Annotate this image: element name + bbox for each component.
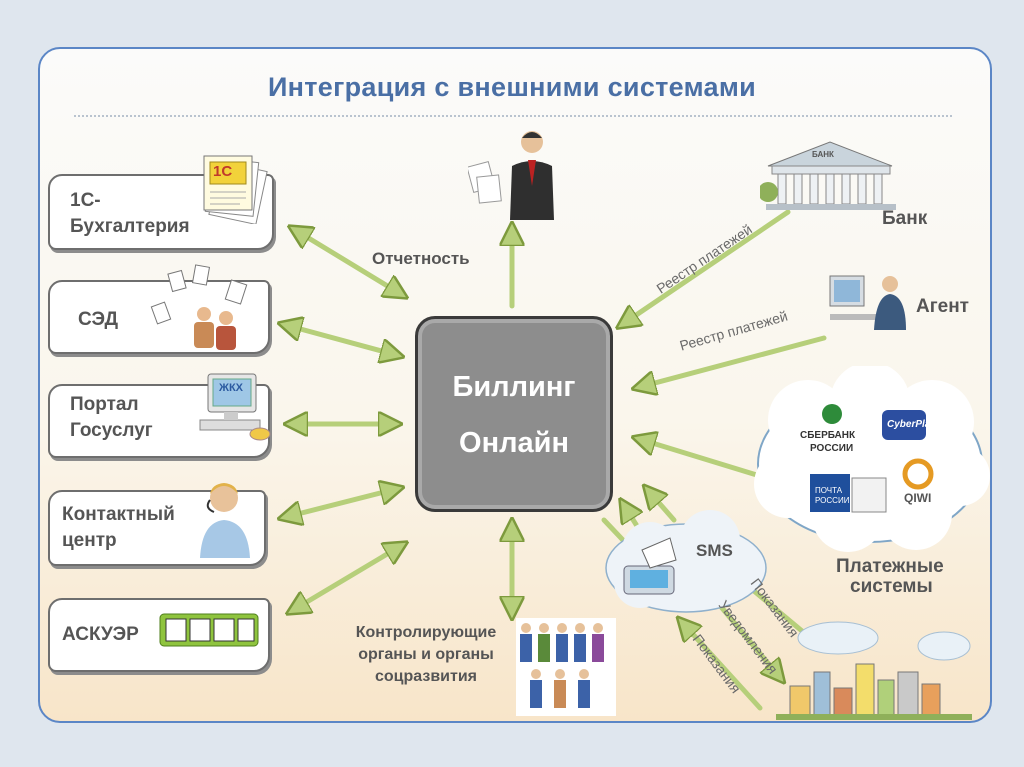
qiwi-logo: QIWI xyxy=(904,491,932,505)
agent-workstation-icon xyxy=(829,275,906,330)
billing-line1: Биллинг xyxy=(452,371,576,403)
payment-systems-label-line2: системы xyxy=(850,576,933,597)
agent-label: Агент xyxy=(916,296,969,317)
arrow-payment xyxy=(636,438,763,479)
billing-online-block: Биллинг Онлайн xyxy=(415,316,613,512)
people-group-icon xyxy=(516,618,616,716)
page-title: Интеграция с внешними системами xyxy=(267,72,757,102)
accounting-logo-text: 1С xyxy=(213,163,233,180)
portal-screen-text: ЖКХ xyxy=(219,382,243,394)
manager-icon xyxy=(468,131,554,220)
sms-label: SMS xyxy=(696,541,733,560)
sberbank-logo-line1: СБЕРБАНК xyxy=(800,430,856,441)
billing-line2: Онлайн xyxy=(459,427,569,459)
bank-building-icon xyxy=(760,141,896,210)
accounting-label-line2: Бухгалтерия xyxy=(70,216,190,237)
arrow-readings-2 xyxy=(680,620,763,711)
pochta-logo-line1: ПОЧТА xyxy=(815,486,843,495)
portal-label-line2: Госуслуг xyxy=(70,420,153,441)
cyberplat-logo: CyberPlat xyxy=(887,419,934,430)
bank-sign-text: БАНК xyxy=(812,150,834,159)
meters-icon xyxy=(159,613,259,647)
control-label-line1: Контролирующие xyxy=(355,624,497,641)
arrow-askue xyxy=(290,544,404,612)
sms-cloud xyxy=(605,510,767,613)
arrow-agent xyxy=(636,335,827,388)
reporting-label: Отчетность xyxy=(372,249,470,268)
pochta-logo-line2: РОССИИ xyxy=(815,496,850,505)
arrow-bank xyxy=(620,209,791,326)
computer-icon xyxy=(199,373,271,441)
arrow-sed xyxy=(282,324,400,356)
operator-icon xyxy=(200,483,250,558)
arrow-notifications xyxy=(709,593,782,680)
arrow-contact xyxy=(282,488,400,518)
city-skyline-icon xyxy=(776,621,972,720)
arrow-accounting xyxy=(292,228,404,296)
sed-label: СЭД xyxy=(78,309,119,330)
accounting-label-line1: 1С- xyxy=(70,190,101,211)
sed-people-icon xyxy=(150,264,248,350)
arrow-sms-3 xyxy=(646,488,677,523)
contact-label-line1: Контактный xyxy=(62,504,175,525)
contact-label-line2: центр xyxy=(62,530,117,551)
control-label-line3: соцразвития xyxy=(374,668,477,685)
portal-label-line1: Портал xyxy=(70,394,139,415)
accounting-documents-icon xyxy=(203,155,268,224)
payment-systems-label-line1: Платежные xyxy=(836,556,944,577)
bank-label: Банк xyxy=(882,208,928,229)
title-divider xyxy=(74,115,952,117)
askue-label: АСКУЭР xyxy=(62,624,139,645)
control-label-line2: органы и органы xyxy=(358,646,494,663)
sberbank-logo-line2: РОССИИ xyxy=(810,443,854,454)
payment-systems-cloud xyxy=(754,366,990,552)
